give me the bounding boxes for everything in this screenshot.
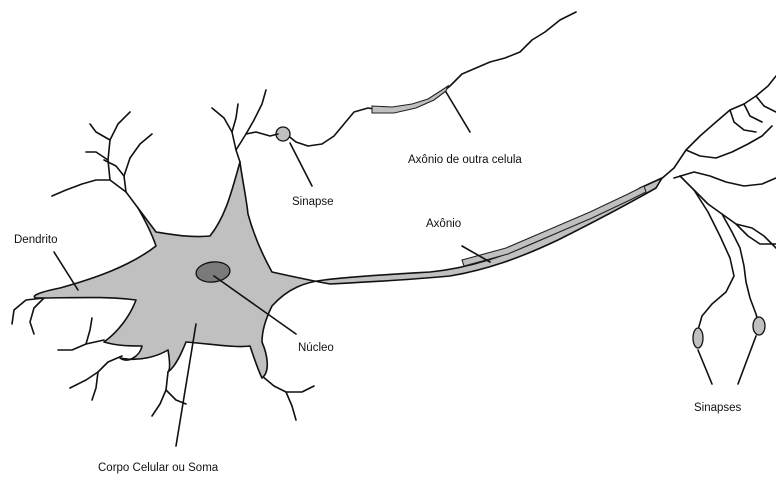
label-dendrito: Dendrito bbox=[14, 234, 57, 246]
leader-axonio-outra bbox=[446, 92, 470, 132]
leader-dendrito bbox=[54, 252, 78, 290]
other-cell-axon bbox=[286, 12, 576, 146]
label-axonio-outra: Axônio de outra celula bbox=[408, 154, 522, 166]
axon-terminals bbox=[660, 76, 776, 330]
myelin-segment bbox=[462, 186, 646, 266]
terminal-bulb-right bbox=[753, 317, 765, 335]
leader-sinapses-left bbox=[698, 350, 712, 384]
label-axonio: Axônio bbox=[426, 218, 461, 230]
label-sinapse: Sinapse bbox=[292, 196, 334, 208]
label-corpo: Corpo Celular ou Soma bbox=[98, 462, 219, 474]
terminal-bulb-left bbox=[693, 328, 703, 348]
leader-sinapse bbox=[290, 143, 312, 186]
label-sinapses: Sinapses bbox=[694, 402, 742, 414]
label-nucleo: Núcleo bbox=[298, 342, 334, 354]
leader-sinapses-right bbox=[738, 336, 756, 384]
